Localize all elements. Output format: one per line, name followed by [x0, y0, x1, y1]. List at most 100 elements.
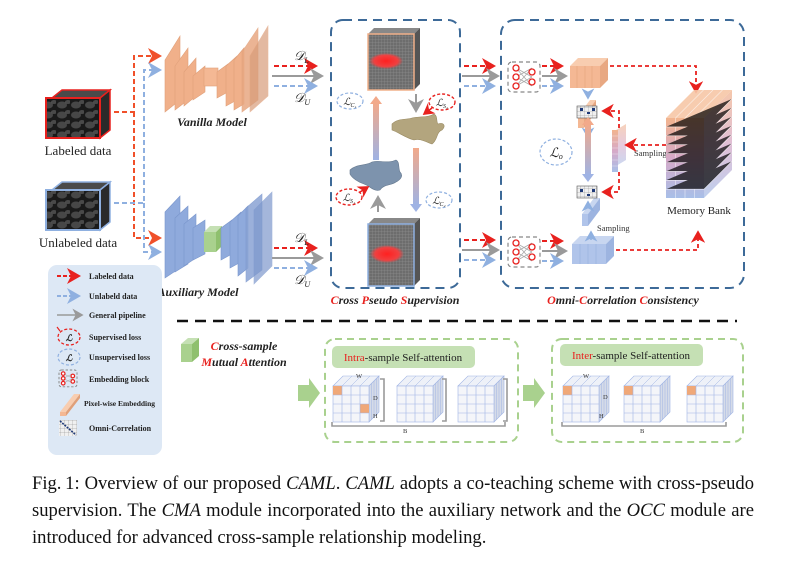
inter-attention-banner: [560, 344, 703, 366]
caption-term-caml: CAML: [345, 473, 395, 494]
caption-text: adopts a co-teaching scheme with cross-p…: [32, 473, 754, 521]
cma-title-line2: Mutual Attention: [200, 355, 287, 369]
loss-c1-unsupervised: ℒC₁: [336, 92, 364, 110]
svg-text:ℒ: ℒ: [66, 353, 73, 363]
loss-s2-supervised: ℒS₂: [422, 93, 456, 115]
svg-text:ℒ: ℒ: [66, 333, 73, 343]
unsupervised-loss-icon: ℒ: [57, 348, 81, 366]
caption-term-caml: CAML: [286, 473, 336, 494]
svg-text:H: H: [373, 413, 378, 420]
pixel-embedding-icon: [60, 394, 80, 416]
unlabeled-data-label: Unlabeled data: [39, 235, 118, 250]
caption-term-occ: OCC: [626, 500, 665, 521]
legend-item-embedding: Embedding block: [58, 369, 150, 388]
omni-correlation-map-top: [576, 105, 598, 119]
labeled-data-volume: [45, 88, 113, 140]
cps-to-occ-arrows: [462, 58, 500, 268]
legend: Labeled data Unlabeld data General pipel…: [56, 268, 155, 436]
inter-cube-3: [686, 375, 734, 423]
svg-text:H: H: [599, 413, 604, 420]
loss-s1-supervised: ℒS₁: [335, 186, 370, 206]
caml-overview-figure: Labeled data Unlabeled data Vanilla Mode…: [39, 19, 745, 455]
feature-map-auxiliary: [572, 236, 614, 264]
auxiliary-model-label: Auxiliary Model: [156, 285, 239, 299]
du-label-bottom: 𝒟U: [294, 272, 311, 289]
vanilla-model-label: Vanilla Model: [177, 115, 247, 129]
legend-label: Pixel-wise Embedding: [84, 399, 155, 408]
vanilla-model-network: [164, 24, 269, 113]
cps-title: Cross Pseudo Supervision: [331, 293, 460, 307]
occ-title: Omni-Correlation Consistency: [547, 293, 699, 307]
legend-item-omni-correlation: Omni-Correlation: [59, 420, 152, 436]
caption-text: module are introduced for advanced cross…: [32, 500, 754, 548]
svg-text:B: B: [403, 428, 408, 435]
legend-label: Unsupervised loss: [89, 353, 150, 362]
green-arrow-to-intra: [298, 378, 320, 408]
memory-bank-label: Memory Bank: [667, 205, 731, 217]
inter-attention-frame: [551, 338, 744, 443]
pixel-embedding-bottom: [582, 198, 600, 226]
omni-correlation-map-bottom: [576, 185, 598, 199]
vanilla-to-cps-arrows: [272, 58, 324, 94]
cma-cube-icon: [181, 338, 199, 362]
batch-brackets: [331, 378, 727, 427]
omni-correlation-icon: [59, 420, 77, 436]
feature-map-vanilla: [570, 58, 608, 88]
legend-label: General pipeline: [89, 311, 146, 320]
svg-text:W: W: [583, 373, 590, 380]
legend-item-unlabeled: Unlabeld data: [57, 288, 137, 304]
legend-label: Embedding block: [89, 375, 150, 384]
svg-text:ℒS₂: ℒS₂: [436, 98, 448, 110]
sampled-memory-slice: [612, 124, 626, 172]
svg-text:ℒo: ℒo: [549, 145, 562, 161]
legend-item-unsupervised-loss: ℒ Unsupervised loss: [57, 348, 150, 366]
dl-label-top: 𝒟L: [294, 48, 309, 65]
auxiliary-to-cps-arrows: [272, 240, 324, 276]
intra-attention-frame: [324, 338, 519, 443]
intra-attention-label: Intra-sample Self-attention: [344, 352, 463, 364]
figure-caption: Fig. 1: Overview of our proposed CAML. C…: [32, 470, 754, 551]
occ-inner-arrows: [542, 58, 568, 269]
svg-text:D: D: [373, 395, 378, 402]
intra-cube-3: [457, 375, 505, 423]
legend-item-pipeline: General pipeline: [57, 308, 146, 322]
cps-frame: [330, 19, 461, 289]
auxiliary-segmentation-mesh: [349, 159, 402, 191]
legend-label: Omni-Correlation: [89, 424, 152, 433]
inter-cube-2: [623, 375, 671, 423]
caption-text: .: [335, 473, 346, 494]
intra-attention-banner: [332, 346, 475, 368]
dl-label-bottom: 𝒟L: [294, 230, 309, 247]
svg-text:B: B: [640, 428, 645, 435]
loss-o-unsupervised: ℒo: [539, 138, 573, 166]
inter-attention-label: Inter-sample Self-attention: [572, 350, 690, 362]
figure-number: Fig. 1:: [32, 473, 80, 494]
flow-labels: 𝒟L 𝒟U 𝒟L 𝒟U: [294, 48, 311, 289]
auxiliary-prediction-volume: [367, 218, 420, 287]
legend-item-labeled: Labeled data: [57, 268, 134, 284]
embedding-block-icon: [58, 369, 78, 388]
sampling-label-memory: Sampling: [634, 148, 667, 158]
auxiliary-model-network: [164, 191, 273, 285]
caption-text: Overview of our proposed: [79, 473, 287, 494]
legend-item-supervised-loss: ℒ Supervised loss: [56, 326, 141, 346]
intra-axis-labels: W D H B: [356, 373, 408, 435]
legend-label: Supervised loss: [89, 333, 141, 342]
cma-block-in-network: [204, 226, 222, 252]
embedding-block-bottom: [507, 236, 541, 268]
legend-item-pixel-embedding: Pixel-wise Embedding: [60, 394, 155, 416]
svg-text:ℒS₁: ℒS₁: [343, 193, 355, 205]
occ-consistency-arrow: [582, 117, 594, 182]
svg-text:W: W: [356, 373, 363, 380]
memory-bank: [666, 89, 733, 198]
cps-gradient-arrow-down: [410, 148, 422, 212]
attention-cubes: [332, 375, 734, 423]
vanilla-segmentation-mesh: [391, 113, 445, 145]
loss-c2-unsupervised: ℒC₂: [425, 191, 453, 209]
legend-label: Unlabeld data: [89, 292, 137, 301]
intra-cube-2: [396, 375, 444, 423]
cma-title-line1: Cross-sample: [211, 339, 278, 353]
caption-text: module incorporated into the auxiliary n…: [200, 500, 627, 521]
vanilla-prediction-volume: [367, 28, 420, 91]
supervised-loss-icon: ℒ: [56, 326, 81, 346]
